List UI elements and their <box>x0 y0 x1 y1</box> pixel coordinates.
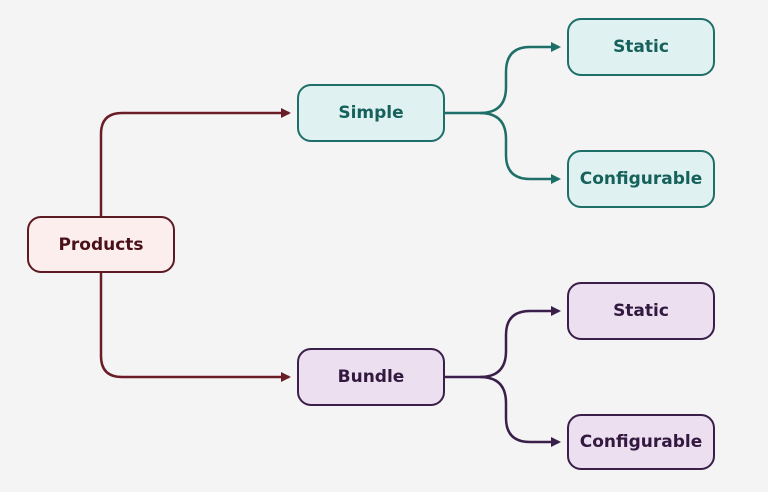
node-simple-configurable: Configurable <box>567 150 715 208</box>
node-products: Products <box>27 216 175 273</box>
node-bundle: Bundle <box>297 348 445 406</box>
edge-simple-configurable <box>479 111 561 184</box>
edge-products-bundle <box>99 273 291 382</box>
edge-bundle-static <box>445 306 561 379</box>
node-bundle-configurable: Configurable <box>567 414 715 470</box>
node-simple-static: Static <box>567 18 715 76</box>
edge-bundle-configurable <box>479 375 561 447</box>
node-products-label: Products <box>58 234 144 255</box>
edge-products-simple <box>99 108 291 216</box>
node-bundle-static: Static <box>567 282 715 340</box>
node-bundle-label: Bundle <box>337 367 405 387</box>
node-simple-static-label: Static <box>613 37 669 57</box>
node-simple-label: Simple <box>338 103 404 123</box>
node-simple-configurable-label: Configurable <box>579 169 703 189</box>
node-simple: Simple <box>297 84 445 142</box>
node-bundle-static-label: Static <box>613 301 669 321</box>
edge-simple-static <box>445 42 561 115</box>
node-bundle-configurable-label: Configurable <box>579 432 703 452</box>
